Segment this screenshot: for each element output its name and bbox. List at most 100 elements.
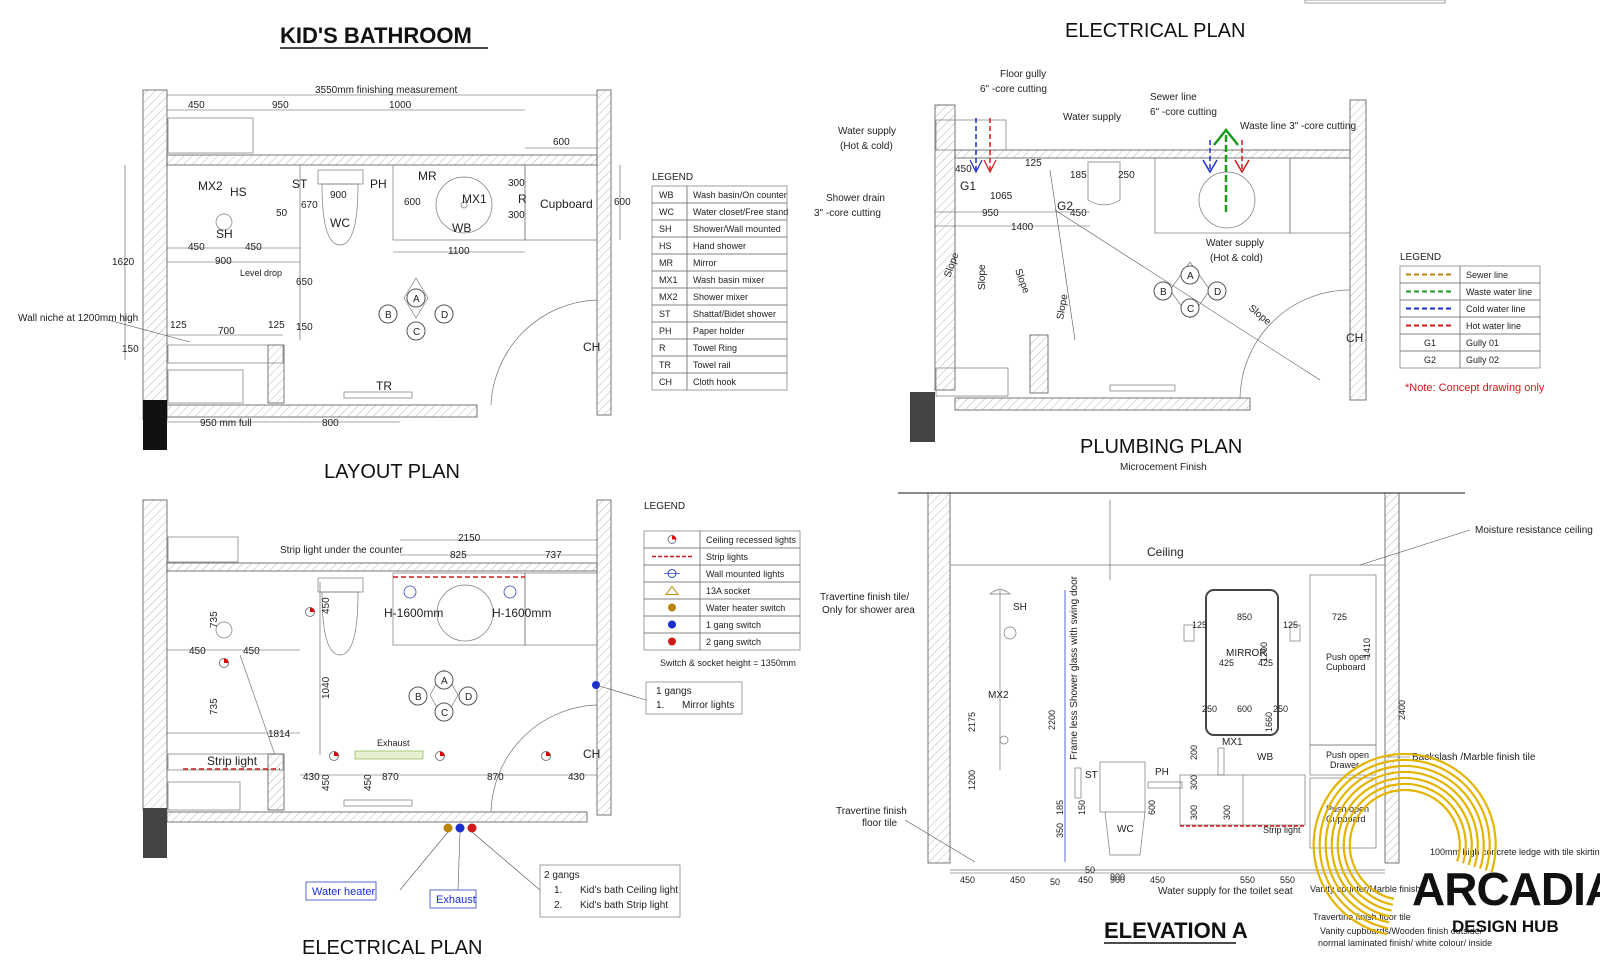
overall-dimension: 3550mm finishing measurement [315,85,458,96]
label-shower-drain: Shower drain [826,193,885,204]
wall-right [596,89,612,416]
label-slope: Slope [1055,293,1070,321]
label-g1: G1 [960,179,976,193]
plumbing-plan: ELECTRICAL PLAN Floor gully 6" -core cut… [814,0,1446,458]
one-gang-item: Mirror lights [682,700,734,711]
plumbing-plan-title: PLUMBING PLAN [1080,436,1242,458]
dim: 450 [1010,875,1025,885]
dim: 600 [404,197,421,208]
dim: 550 [1240,875,1255,885]
dim: 50 [1050,877,1060,887]
two-gang-num-2: 2. [554,900,562,911]
dim: 550 [1280,875,1295,885]
brand-ring-icon [1318,758,1491,930]
label-slope: Slope [1012,267,1031,295]
brand-ring-icon [1324,764,1485,924]
label-push-open-drawer: Push open [1326,750,1369,760]
legend-code: ST [659,309,671,319]
marker-c: C [413,327,420,338]
dim: 900 [1110,875,1125,885]
dim: 450 [188,100,205,111]
legend-title: LEGEND [652,172,693,183]
one-gang-icon [668,620,676,629]
legend-desc: Water heater switch [706,603,785,613]
dim: 1400 [1011,222,1034,233]
label-moisture-ceiling: Moisture resistance ceiling [1475,525,1593,536]
label-travertine-wall-2: Only for shower area [822,605,915,616]
label-travertine-floor: Travertine finish [836,806,907,817]
dim: 950 [982,208,999,219]
label-wb: WB [452,221,471,235]
dim: 450 [1150,875,1165,885]
dim: 150 [1077,800,1087,815]
marker-a: A [413,294,420,305]
label-h1600-right: H-1600mm [492,606,551,620]
label-ch: CH [583,747,600,761]
two-gang-callout [539,864,681,918]
label-h1600-left: H-1600mm [384,606,443,620]
legend-title: LEGEND [644,501,685,512]
label-push-open-cupboard: Push open [1326,652,1369,662]
legend-title: LEGEND [1400,252,1441,263]
marker-d: D [1214,287,1221,298]
legend-code: R [659,343,666,353]
legend-desc: Cold water line [1466,304,1526,314]
label-st: ST [292,177,308,191]
label-sh: SH [1013,602,1027,613]
dim: 350 [1055,823,1065,838]
dim: 125 [1025,158,1042,169]
section-markers: A B C D [1153,261,1227,319]
dim: 250 [1118,170,1135,181]
section-markers: A B C D [408,669,478,722]
dim: 300 [508,210,525,221]
label-sewer-line: Sewer line [1150,92,1197,103]
column-block [143,808,167,858]
two-gang-item-1: Kid's bath Ceiling light [580,885,678,896]
dim: 900 [1110,872,1125,882]
ceiling-lights [219,607,551,761]
two-gang-switch-icon [467,823,477,833]
label-g2: G2 [1057,199,1073,213]
label-ph: PH [1155,767,1169,778]
layout-plan-title: LAYOUT PLAN [324,461,460,483]
dim: 450 [245,242,262,253]
legend-desc: Paper holder [693,326,745,336]
dim: 450 [321,597,332,614]
legend-desc: Ceiling recessed lights [706,535,797,545]
legend-desc: Gully 01 [1466,338,1499,348]
ceiling-light-icon [672,535,676,540]
arcadia-logo: ARCADIA DESIGN HUB [1312,752,1600,936]
marker-b: B [415,692,422,703]
legend-desc: Wash basin/On counter [693,190,787,200]
dim: 725 [1332,612,1347,622]
column-block [143,400,167,450]
dim: 430 [568,772,585,783]
dim: 600 [553,137,570,148]
dim: 430 [303,772,320,783]
legend-desc: Cloth hook [693,377,737,387]
legend-desc: Wall mounted lights [706,569,785,579]
label-mx2: MX2 [198,179,223,193]
label-frameless-glass: Frame less Shower glass with swing door [1069,575,1080,760]
dim: 735 [209,611,220,628]
marker-d: D [441,310,448,321]
heater-switch-icon [668,603,676,612]
dim: 450 [955,164,972,175]
label-push-open-drawer-2: Drawer [1330,760,1359,770]
dim: 125 [1283,620,1298,630]
label-wall-niche: Wall niche at 1200mm high [18,313,138,324]
label-r: R [518,192,527,206]
dim: 650 [296,277,313,288]
dim: 670 [301,200,318,211]
exhaust-callout [429,889,477,909]
legend-code: HS [659,241,672,251]
dim: 825 [450,550,467,561]
exhaust-switch-icon [455,823,465,833]
mirror [1205,589,1279,736]
wall-left [934,104,956,391]
legend-code: SH [659,224,672,234]
label-water-supply2-sub: (Hot & cold) [1210,253,1263,264]
dim: 185 [1055,800,1065,815]
legend-code: WB [659,190,674,200]
dim: 600 [614,197,631,208]
